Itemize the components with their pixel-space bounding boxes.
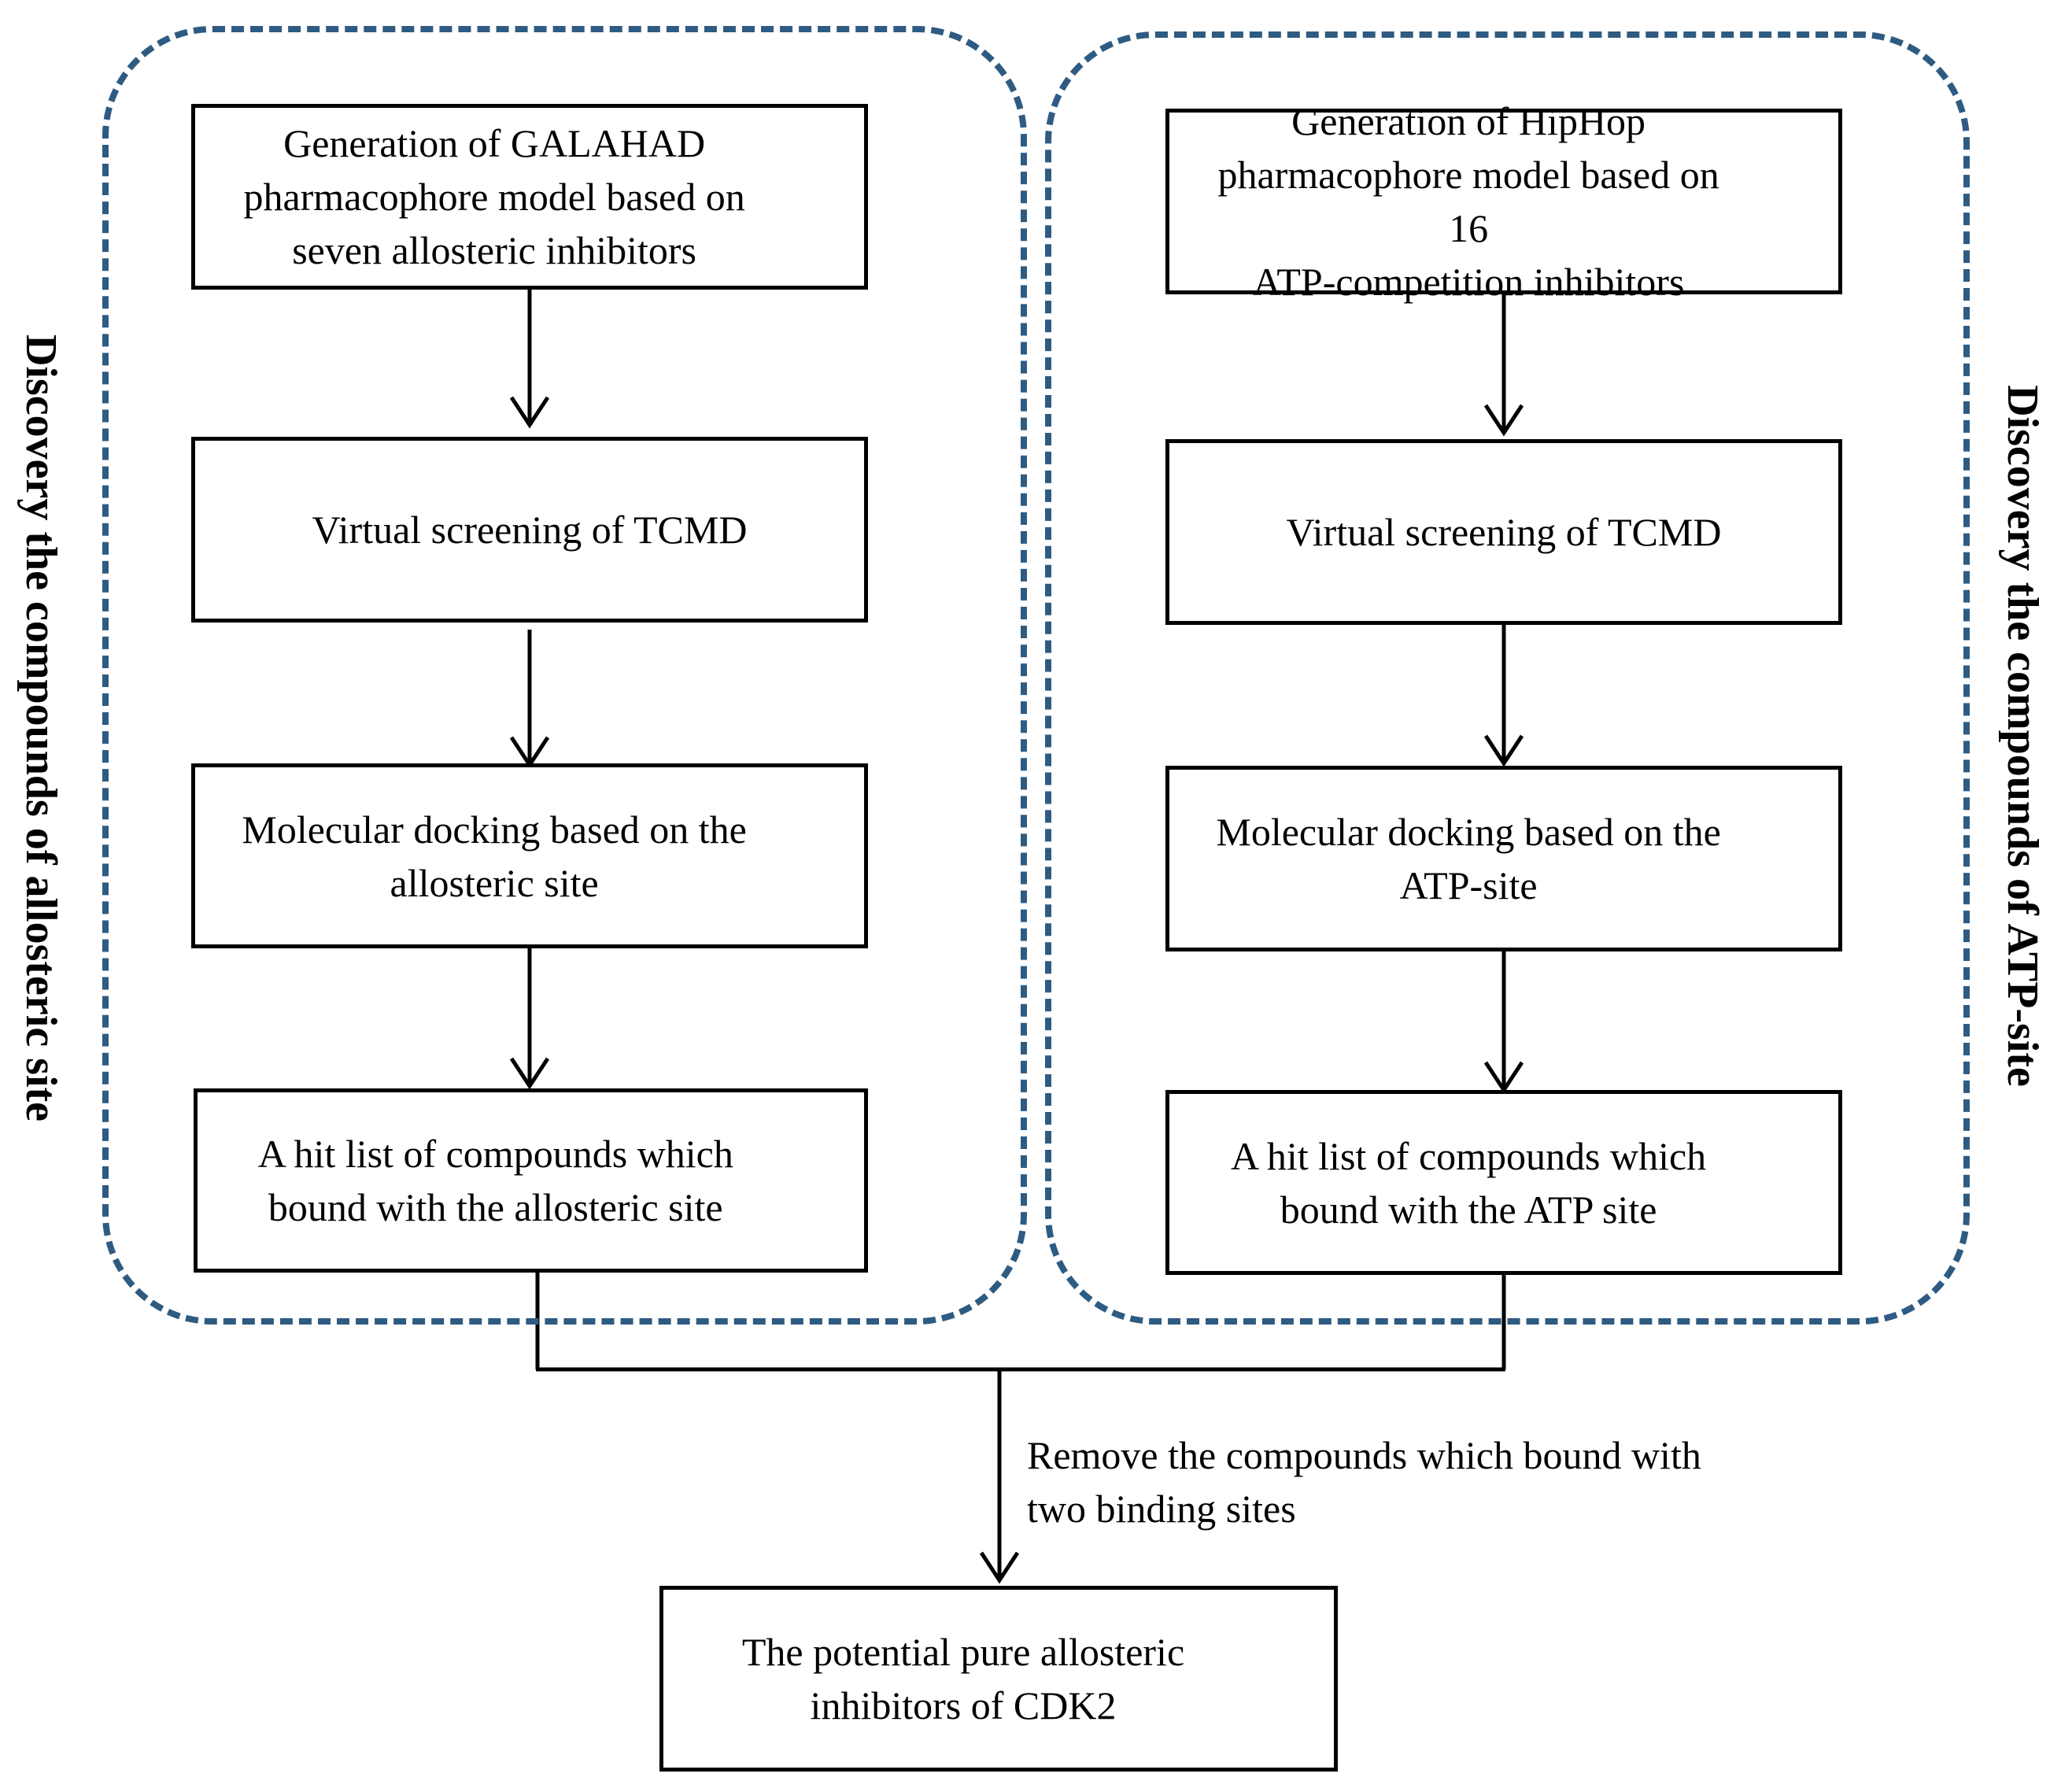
left-arrow-3	[509, 948, 550, 1090]
merge-annotation: Remove the compounds which bound with tw…	[1027, 1428, 1701, 1535]
right-step-2-line-1: Virtual screening of TCMD	[1286, 510, 1722, 554]
left-step-1-line-2: pharmacophore model based on	[243, 175, 745, 219]
merge-annotation-line-1: Remove the compounds which bound with	[1027, 1433, 1701, 1477]
left-step-pharmacophore: Generation of GALAHAD pharmacophore mode…	[191, 104, 868, 290]
left-step-3-line-2: allosteric site	[390, 860, 599, 905]
left-step-docking: Molecular docking based on the allosteri…	[191, 763, 868, 948]
right-step-3-line-2: ATP-site	[1399, 863, 1538, 907]
right-step-hit-list: A hit list of compounds which bound with…	[1165, 1090, 1842, 1275]
merge-annotation-line-2: two binding sites	[1027, 1487, 1296, 1531]
right-step-1-line-1: Generation of HipHop	[1291, 99, 1646, 143]
final-line-1: The potential pure allosteric	[741, 1630, 1185, 1674]
right-group-label: Discovery the compounds of ATP-site	[1998, 385, 2047, 1087]
left-step-virtual-screening: Virtual screening of TCMD	[191, 437, 868, 623]
right-step-docking: Molecular docking based on the ATP-site	[1165, 766, 1842, 951]
right-step-1-line-3: ATP-competition inhibitors	[1252, 260, 1685, 304]
left-step-2-line-1: Virtual screening of TCMD	[312, 508, 748, 552]
right-arrow-1	[1483, 294, 1524, 437]
final-result-box: The potential pure allosteric inhibitors…	[659, 1586, 1338, 1772]
left-step-4-line-2: bound with the allosteric site	[268, 1185, 723, 1229]
right-group-container	[1045, 31, 1970, 1325]
left-arrow-1	[509, 290, 550, 429]
right-arrow-2	[1483, 624, 1524, 767]
right-step-4-line-2: bound with the ATP site	[1280, 1187, 1657, 1232]
left-step-hit-list: A hit list of compounds which bound with…	[194, 1088, 868, 1273]
right-step-3-line-1: Molecular docking based on the	[1216, 810, 1721, 854]
left-step-1-line-1: Generation of GALAHAD	[283, 121, 706, 165]
left-group-container	[102, 26, 1027, 1325]
left-step-3-line-1: Molecular docking based on the	[242, 807, 747, 852]
final-line-2: inhibitors of CDK2	[810, 1683, 1117, 1727]
right-step-4-line-1: A hit list of compounds which	[1231, 1133, 1707, 1178]
right-step-pharmacophore: Generation of HipHop pharmacophore model…	[1165, 99, 1842, 304]
right-step-1-line-2: pharmacophore model based on 16	[1217, 153, 1719, 250]
right-step-virtual-screening: Virtual screening of TCMD	[1165, 439, 1842, 625]
left-step-1-line-3: seven allosteric inhibitors	[292, 228, 696, 272]
left-step-4-line-1: A hit list of compounds which	[257, 1132, 733, 1176]
left-group-label: Discovery the compounds of allosteric si…	[17, 334, 65, 1122]
